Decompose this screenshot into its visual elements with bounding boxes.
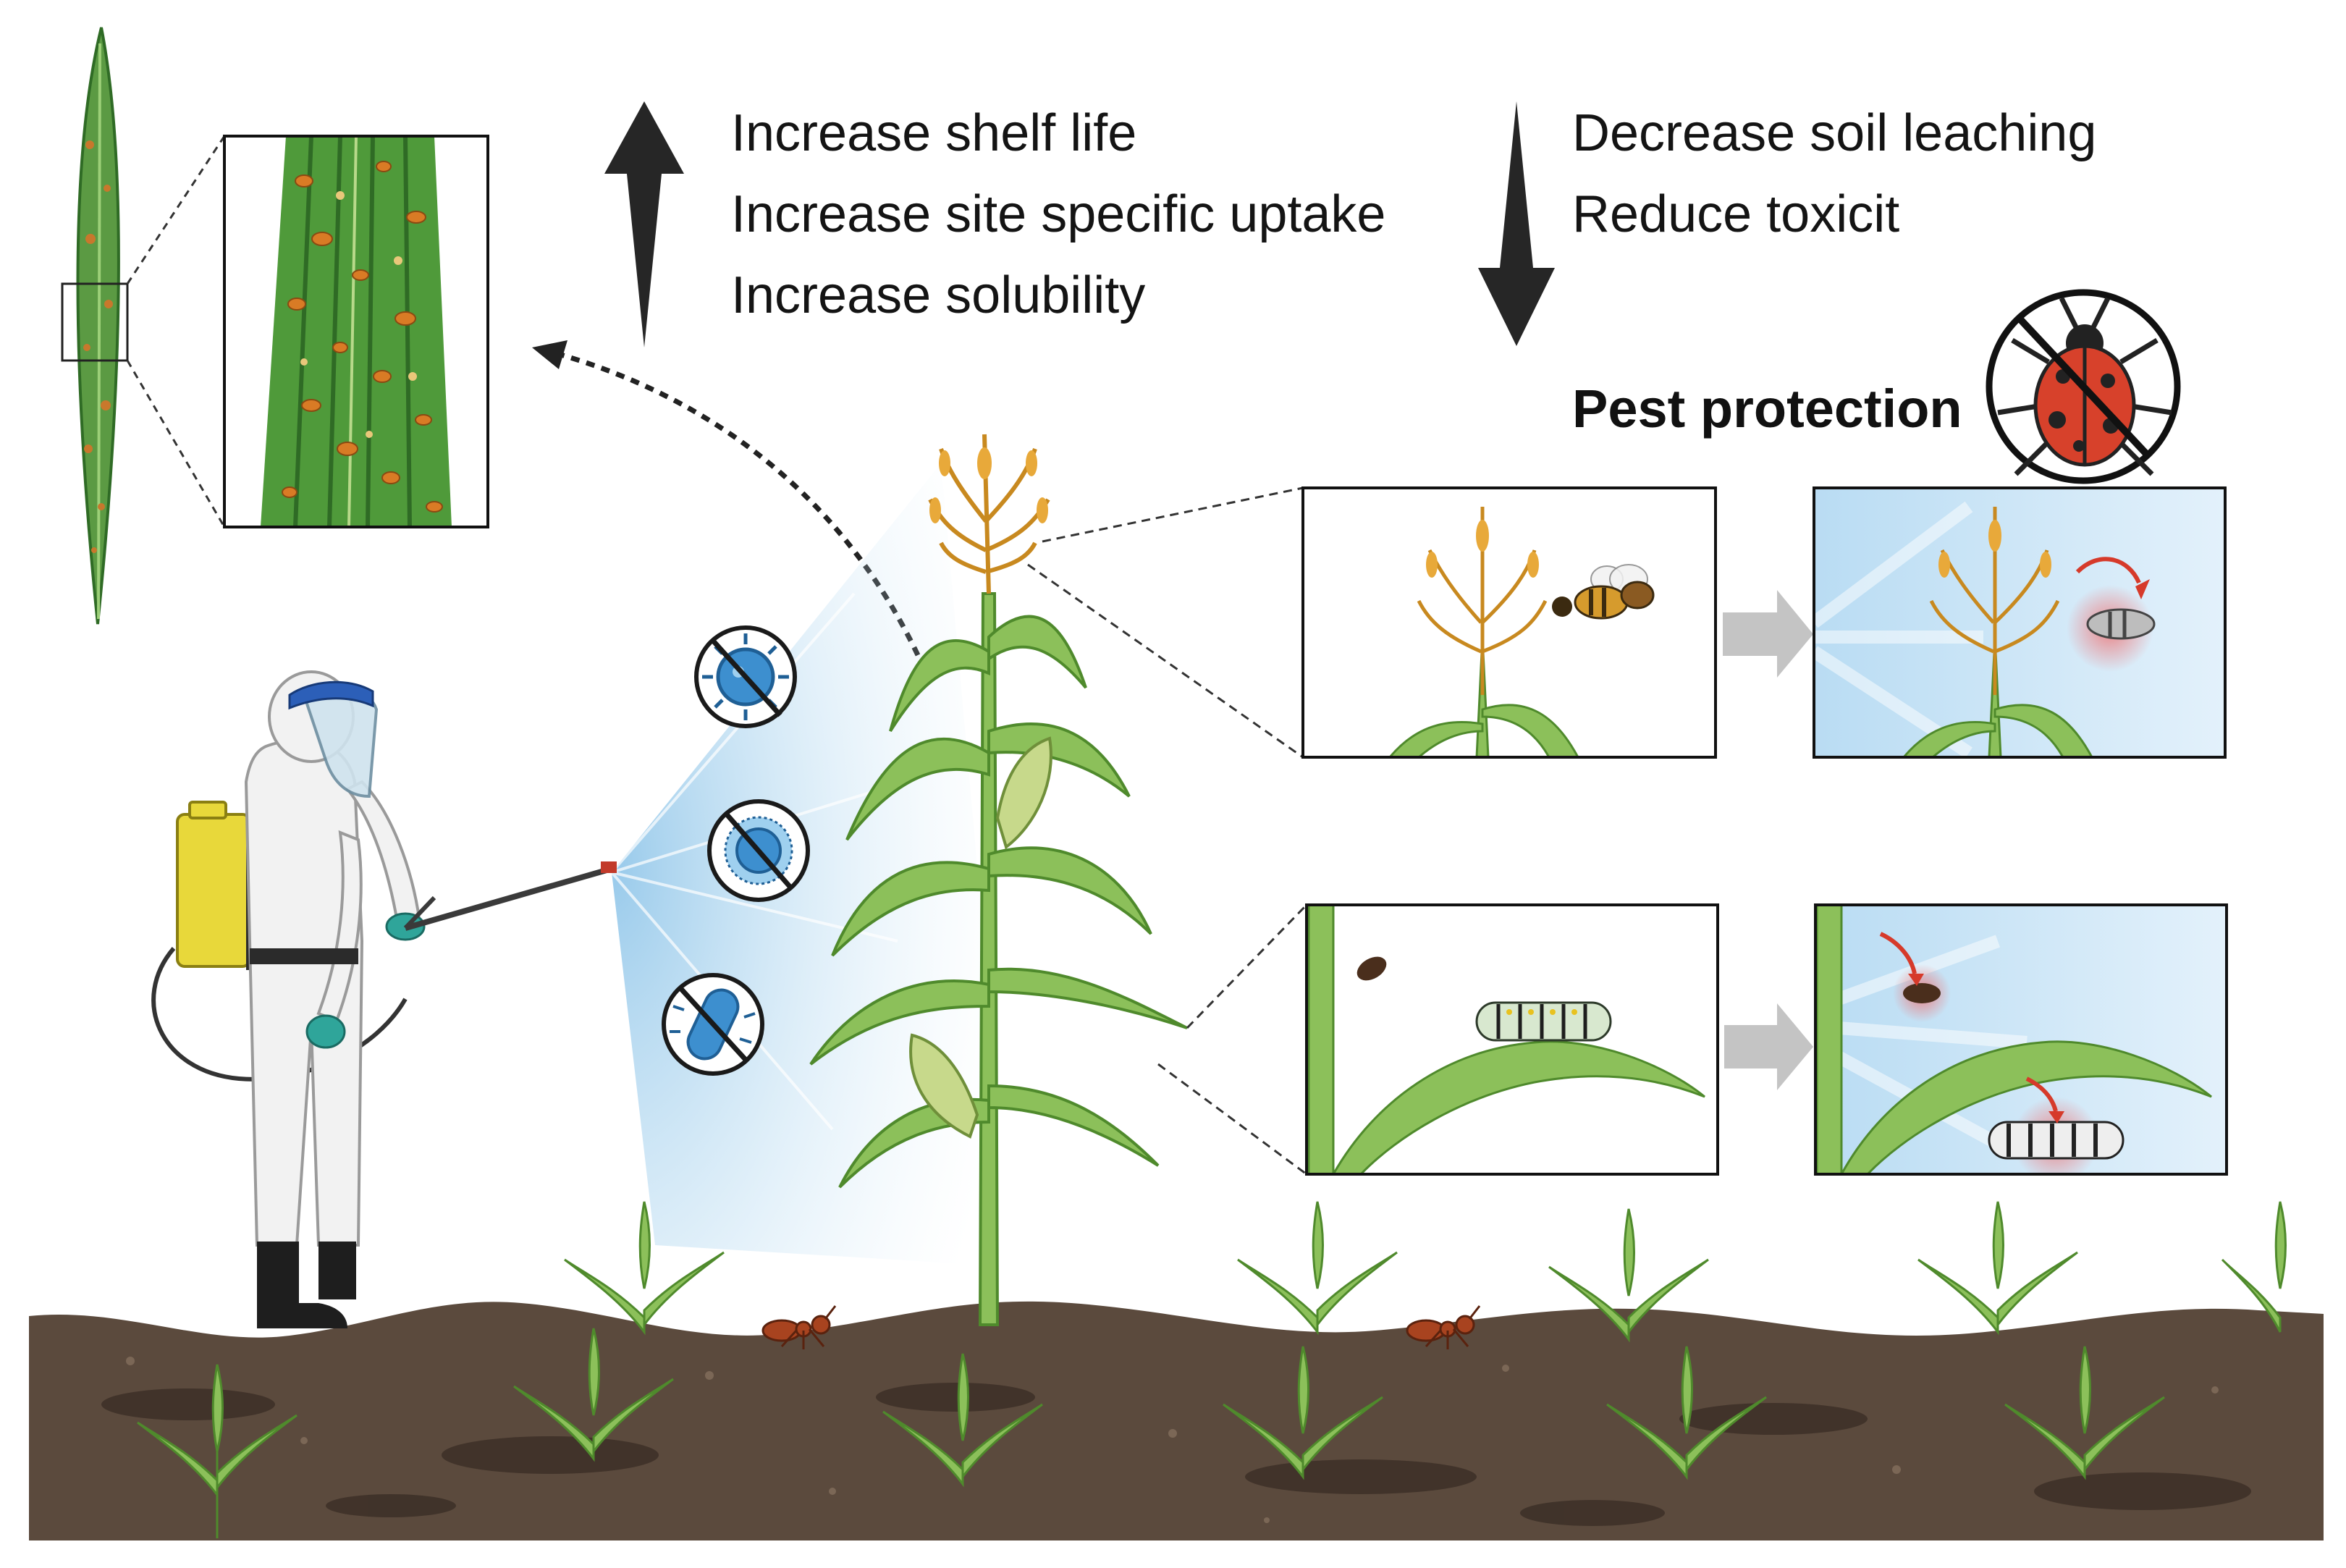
sprayer-tank (176, 813, 251, 968)
caterpillar-icon (1475, 1001, 1612, 1042)
increase-item-shelf-life: Increase shelf life (731, 104, 1136, 162)
increase-arrow (604, 101, 684, 347)
panel-bee-before (1301, 486, 1717, 759)
transition-arrow-bottom (1724, 1003, 1813, 1090)
corn-plant (809, 434, 1188, 1326)
transition-arrow-top (1723, 590, 1813, 678)
soil-ground (29, 1301, 2324, 1540)
worker-with-sprayer (151, 670, 617, 1328)
panel-bee-after (1813, 486, 2227, 759)
panel-caterpillar-before (1305, 903, 1719, 1176)
bee-icon (1552, 564, 1655, 620)
decrease-item-soil-leaching: Decrease soil leaching (1572, 104, 2096, 162)
panel-caterpillar-after (1814, 903, 2228, 1176)
ladybug-icon (1986, 289, 2181, 484)
panel-leader-lines (1027, 486, 1308, 1176)
bacterium-icon (662, 973, 764, 1076)
virus-icon (694, 625, 797, 728)
increase-item-solubility: Increase solubility (731, 266, 1145, 324)
ant-icon (761, 1305, 1481, 1349)
decrease-list: Decrease soil leaching Reduce toxicit (1572, 104, 2096, 243)
increase-list: Increase shelf life Increase site specif… (731, 104, 1385, 324)
decrease-item-toxicity: Reduce toxicit (1572, 185, 1899, 243)
increase-item-site-specific-uptake: Increase site specific uptake (731, 185, 1385, 243)
decrease-arrow (1478, 101, 1555, 346)
fungus-spore-icon (707, 799, 810, 902)
leaf-zoom-panel (223, 135, 489, 528)
seedlings (137, 1201, 2287, 1538)
diseased-leaf (61, 27, 226, 625)
pest-protection-title: Pest protection (1572, 379, 1962, 439)
uptake-dashed-arrow (532, 340, 921, 657)
